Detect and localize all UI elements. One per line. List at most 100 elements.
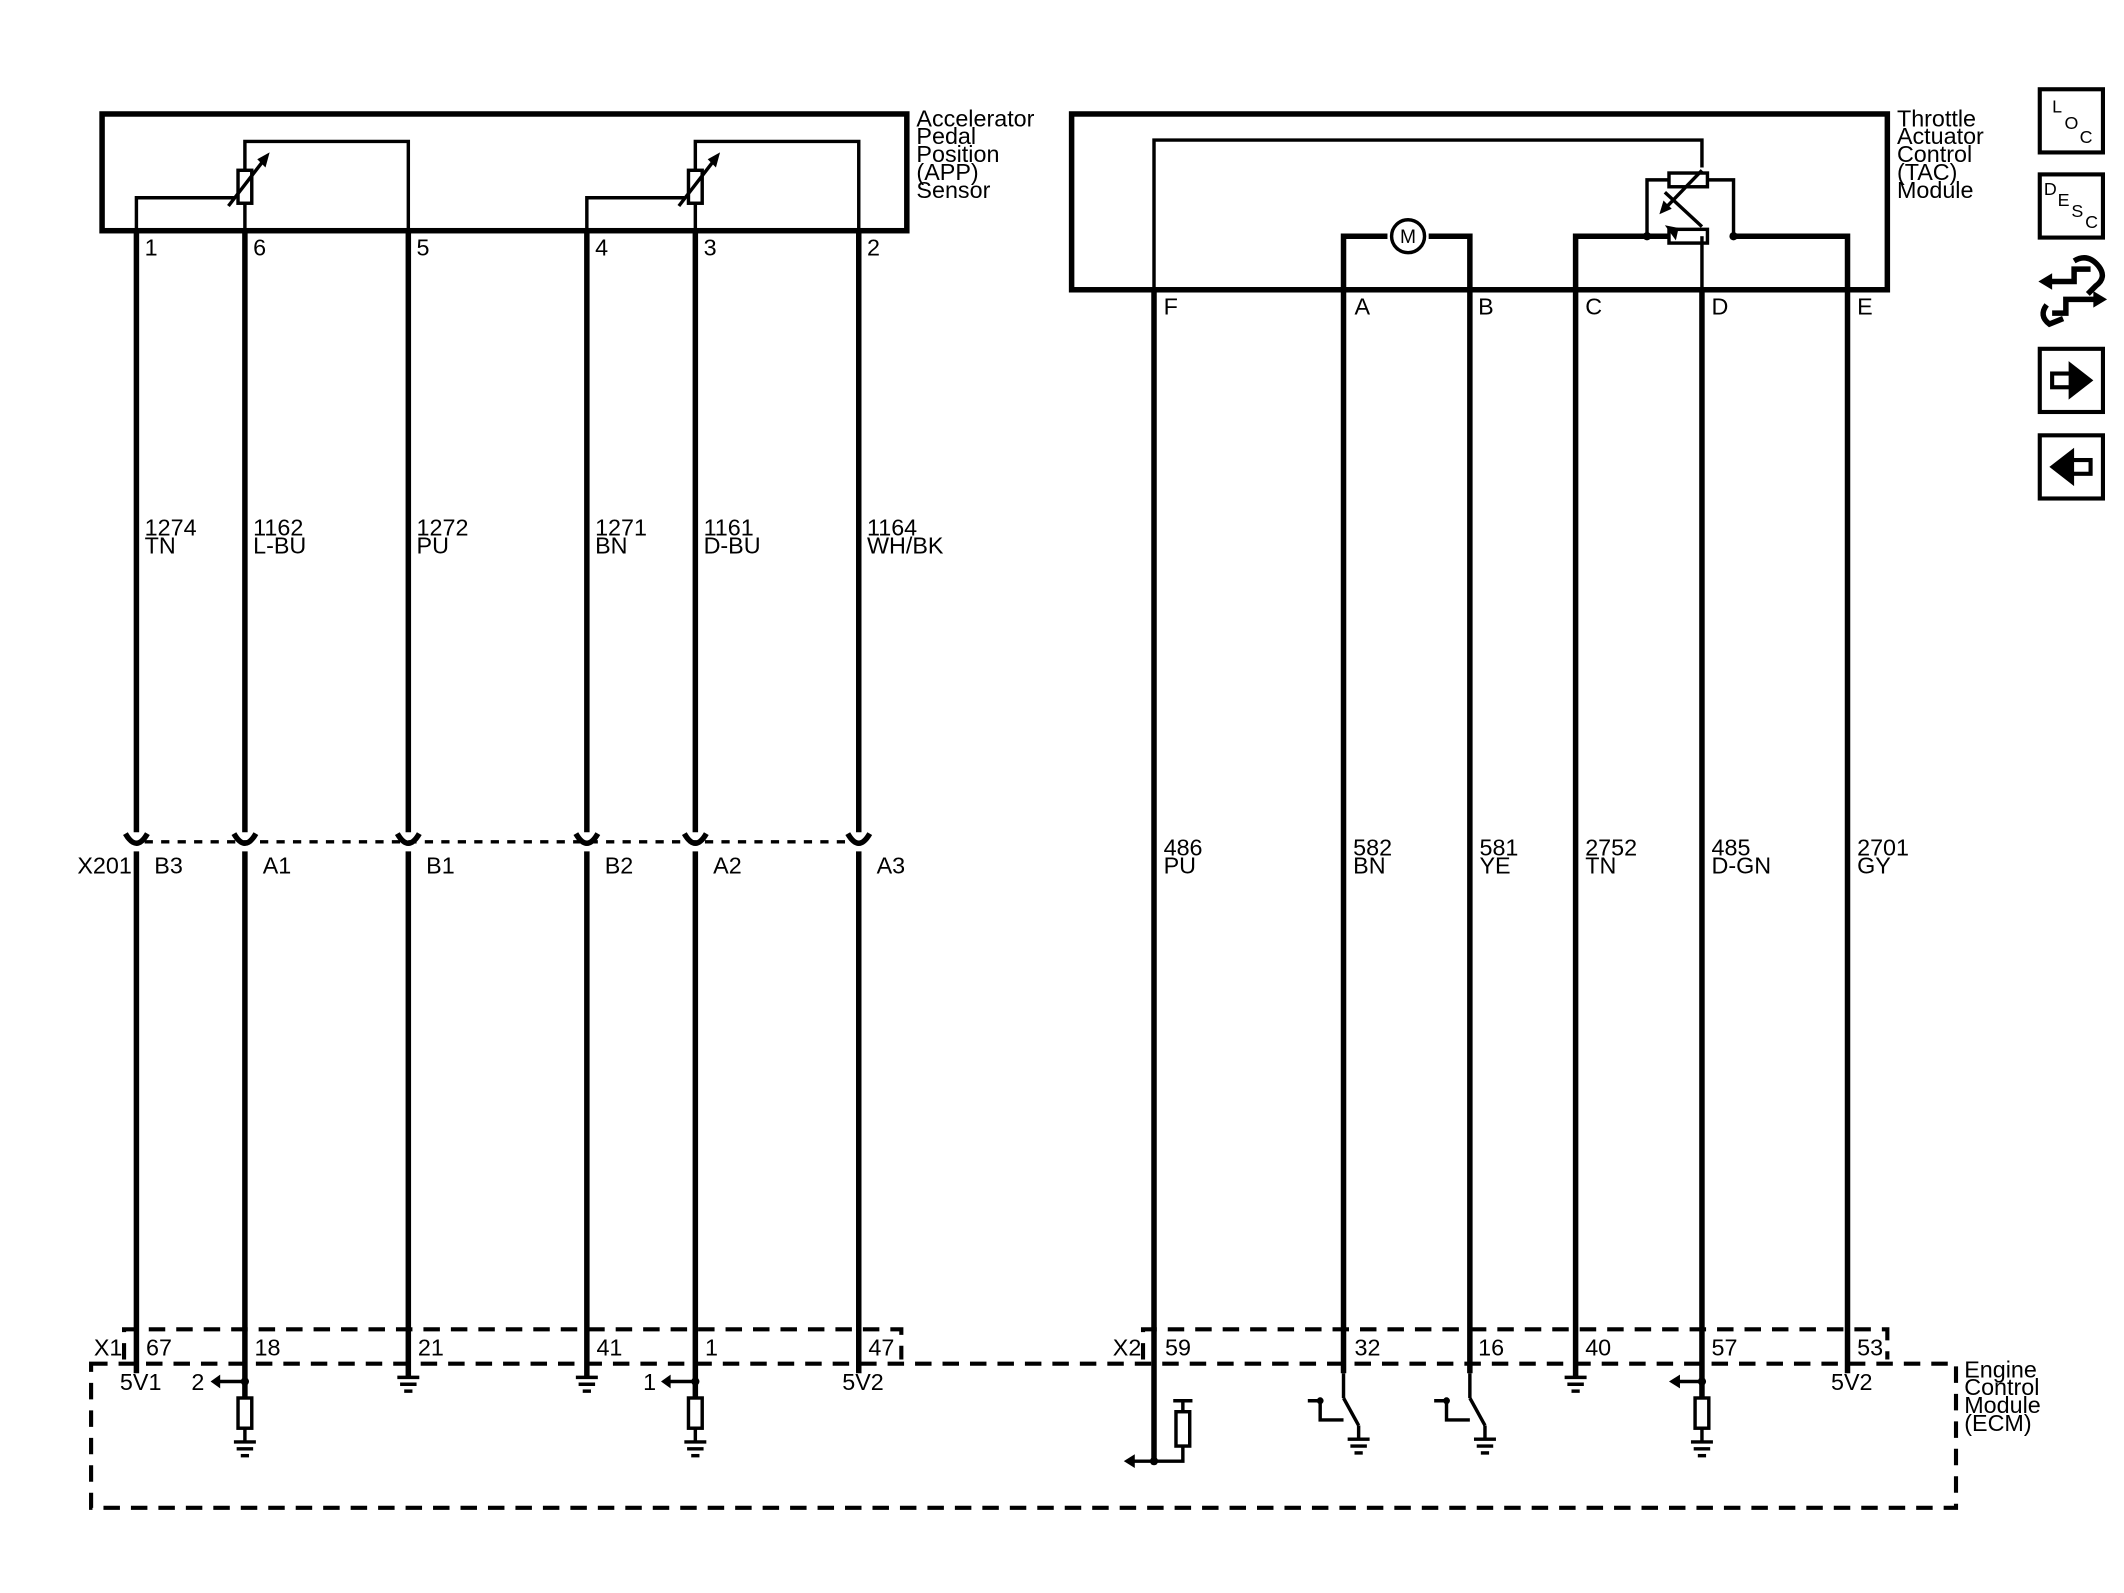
loc-button[interactable]: L O C [2037, 87, 2106, 155]
desc-letter-d: D [2044, 179, 2057, 199]
tac-f-internal [1152, 138, 1704, 290]
ecm-label-1: Engine [1964, 1356, 2037, 1382]
app2-wiper-arrow [677, 156, 718, 208]
tac-pin-a: A [1355, 293, 1371, 319]
x201-b2-terminal [573, 832, 601, 846]
wire-1164-circuit: 1164 [867, 515, 917, 541]
ecm-tac-signal-arrowhead [1668, 1374, 1680, 1389]
app-pin-4: 4 [595, 234, 608, 260]
tac-motor-lead-b [1428, 233, 1473, 290]
ecm-tac-ref-arrowhead [1123, 1454, 1135, 1469]
tac-sensor1-high [1707, 178, 1736, 237]
tac-sensor2-wiper [1663, 190, 1704, 228]
app-sensor: Accelerator Pedal Position (APP) Sensor … [99, 105, 1035, 260]
ecm-tac-pullup-resistor [1174, 1410, 1192, 1448]
loc-letter-o: O [2064, 113, 2078, 133]
ecm-pin-32: 32 [1355, 1334, 1381, 1360]
app-sensor-label-1: Accelerator [916, 105, 1034, 131]
ecm-app1-splice [240, 1377, 250, 1386]
wire-1162-color: L-BU [253, 532, 306, 558]
x201-a1-terminal [231, 832, 259, 846]
ecm: X1 X2 Engine Control Module (ECM) 67 18 … [89, 1327, 2041, 1510]
wire-2752-circuit: 2752 [1585, 835, 1637, 861]
desc-button[interactable]: D E S C [2037, 172, 2106, 240]
ecm-label-2: Control [1964, 1374, 2039, 1400]
tac-module: Throttle Actuator Control (TAC) Module M… [1068, 105, 1984, 319]
ecm-tac-ref-circuit [1123, 1399, 1193, 1469]
x201-pin-b3: B3 [154, 852, 183, 878]
ecm-label-3: Module [1964, 1392, 2041, 1418]
ecm-label-4: (ECM) [1964, 1410, 2031, 1436]
ecm-pin-41: 41 [596, 1334, 622, 1360]
ground-icon [575, 1375, 598, 1393]
app2-wiper-line [585, 196, 685, 245]
arrow-left-icon [2049, 447, 2093, 487]
wire-486-color: PU [1164, 852, 1196, 878]
ecm-driver-a-switch [1342, 1397, 1361, 1427]
tac-c-internal [1572, 233, 1669, 290]
tac-sensor2-arrowhead [1664, 225, 1679, 241]
ecm-pin-57: 57 [1712, 1334, 1738, 1360]
ecm-app2-resistor [686, 1396, 704, 1430]
x201-pin-a3: A3 [877, 852, 906, 878]
inline-connector-x201: X201 B3 A1 B1 B2 A2 A3 [77, 832, 906, 878]
app1-wiper-arrow [227, 156, 267, 208]
ecm-pin-18: 18 [255, 1334, 281, 1360]
app-pin-6: 6 [253, 234, 266, 260]
ecm-pin-59: 59 [1165, 1334, 1191, 1360]
ecm-app1-signal: 2 [191, 1369, 256, 1458]
wire-1272-circuit: 1272 [417, 515, 469, 541]
ecm-tac-signal [1668, 1374, 1713, 1458]
tac-pin-c: C [1585, 293, 1602, 319]
tac-wires: 486 PU 582 BN 581 YE 2752 TN 485 D-GN 27… [1151, 289, 1909, 1462]
x201-pin-a2: A2 [713, 852, 742, 878]
ground-icon [1473, 1437, 1496, 1455]
app-sensor-box [99, 111, 910, 234]
ecm-pin-16: 16 [1478, 1334, 1504, 1360]
app-pin-3: 3 [704, 234, 717, 260]
tac-sensor1-low [1645, 178, 1669, 237]
x201-pin-b2: B2 [605, 852, 634, 878]
wire-582-color: BN [1353, 852, 1385, 878]
desc-letter-e: E [2058, 190, 2070, 210]
desc-letter-s: S [2071, 201, 2083, 221]
wire-1271-circuit: 1271 [595, 515, 647, 541]
ecm-app2-signal: 1 [643, 1369, 707, 1458]
ecm-driver-b-control [1434, 1399, 1470, 1422]
previous-page-button[interactable] [2037, 433, 2106, 501]
app-wires: 1274 TN 1162 L-BU 1272 PU 1271 BN 1161 D… [133, 230, 944, 1398]
next-page-button[interactable] [2037, 346, 2106, 415]
wire-582-circuit: 582 [1353, 835, 1392, 861]
ecm-ref-5v2-right: 5V2 [1831, 1369, 1873, 1395]
app-sensor-label-4: (APP) [916, 159, 978, 185]
app1-arrowhead [257, 152, 270, 168]
app-sensor-label-2: Pedal [916, 123, 976, 149]
wire-1271-color: BN [595, 532, 627, 558]
ecm-pin-47: 47 [868, 1334, 894, 1360]
ecm-pin-1: 1 [705, 1334, 718, 1360]
ecm-pin-40: 40 [1585, 1334, 1611, 1360]
ground-icon [684, 1440, 707, 1458]
ecm-pin-21: 21 [418, 1334, 444, 1360]
loc-letter-l: L [2052, 97, 2062, 117]
ecm-pin-53: 53 [1857, 1334, 1883, 1360]
ground-icon [1564, 1375, 1587, 1393]
tac-sensor1-arrowhead [1659, 200, 1672, 215]
ecm-outline [89, 1361, 1959, 1510]
wire-2701-color: GY [1857, 852, 1891, 878]
tac-module-box [1068, 111, 1891, 293]
ecm-app1-resistor [236, 1396, 254, 1430]
wire-581-color: YE [1479, 852, 1510, 878]
tac-label-1: Throttle [1897, 105, 1976, 131]
tac-pin-b: B [1478, 293, 1494, 319]
tac-sensor1-wiper [1663, 169, 1704, 210]
wire-2701-circuit: 2701 [1857, 835, 1909, 861]
wire-485-circuit: 485 [1712, 835, 1751, 861]
ecm-app1-arrowhead [210, 1374, 221, 1389]
wire-485-color: D-GN [1712, 852, 1772, 878]
connector-view-button[interactable] [2038, 255, 2108, 328]
tac-splice-e [1729, 232, 1738, 241]
ecm-driver-b-node [1443, 1397, 1450, 1405]
ground-icon [397, 1375, 420, 1393]
